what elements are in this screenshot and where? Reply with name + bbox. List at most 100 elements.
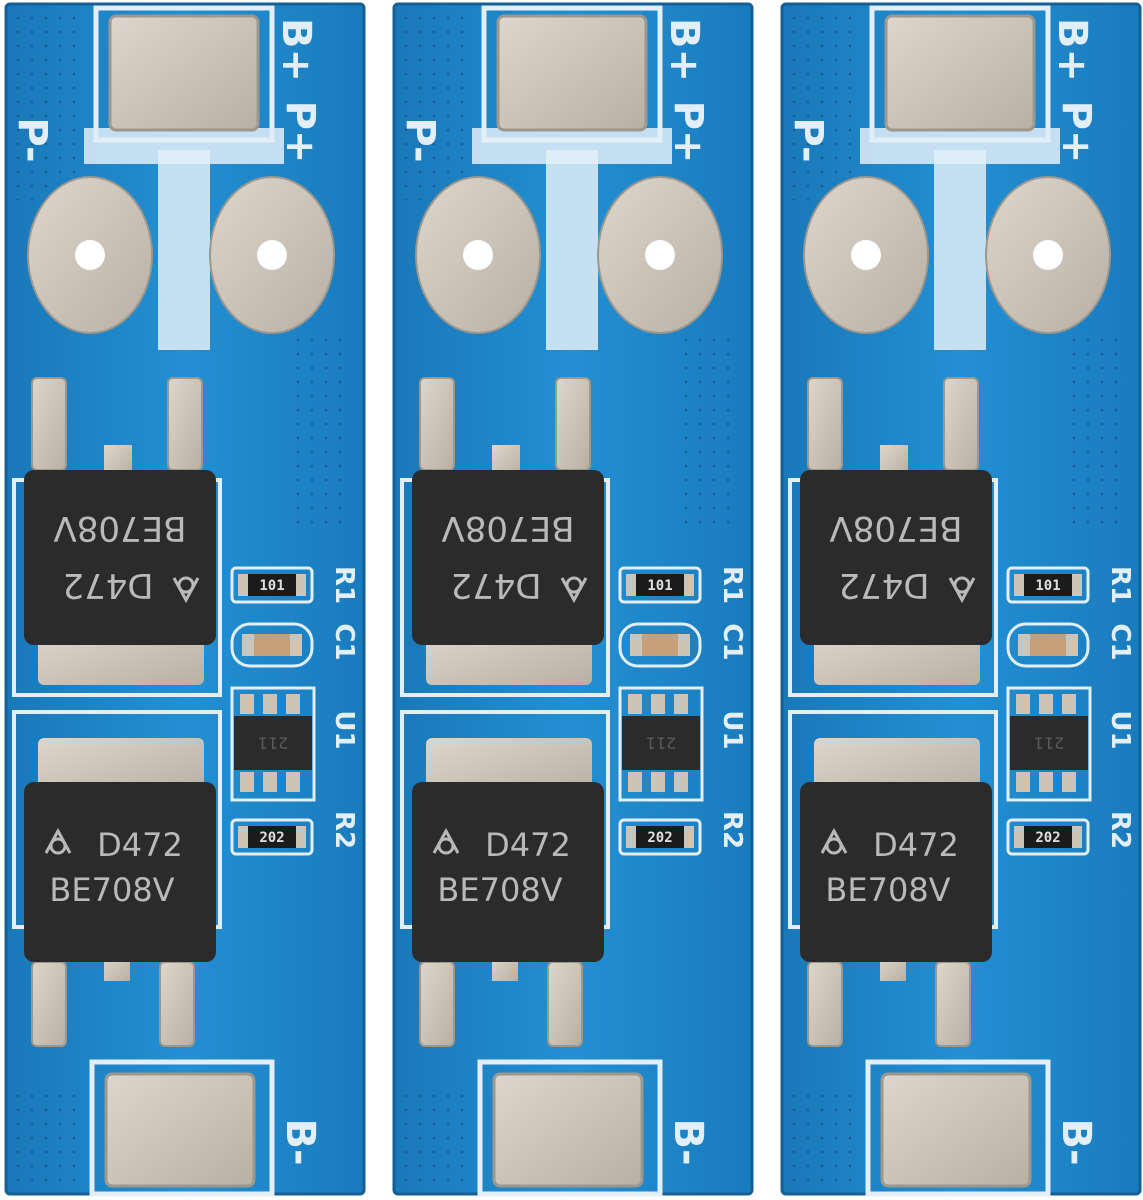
label-b-plus: B+ (273, 18, 319, 82)
pad-b-plus (884, 14, 1036, 132)
label-r1: R1 (329, 566, 359, 604)
silk-outline-top (481, 5, 663, 143)
ic-pin (628, 772, 642, 792)
ic-u1-code: 211 (1034, 734, 1065, 753)
mount-hole (1033, 240, 1063, 270)
ic-pin (1016, 694, 1030, 714)
via-field (402, 1090, 472, 1190)
silk-outline-r2 (1006, 818, 1090, 856)
trace-vertical (158, 150, 210, 350)
capacitor-c1 (630, 634, 690, 656)
mount-hole (75, 240, 105, 270)
label-c1: C1 (717, 623, 747, 660)
mosfet-code-text: BE708V (830, 508, 963, 548)
silk-outline-u1 (618, 686, 704, 802)
mosfet-lead (935, 961, 971, 1047)
resistor-end (626, 826, 636, 848)
mosfet-body (24, 470, 216, 645)
resistor-end (296, 826, 306, 848)
mosfet-lead (167, 377, 203, 471)
ic-pin (1016, 772, 1030, 792)
resistor-r2 (626, 826, 694, 848)
board-2: B+P+P-B-R1C1U1R2BE708VD472D472BE708V1012… (392, 2, 754, 1197)
capacitor-end (630, 634, 642, 656)
capacitor-end (678, 634, 690, 656)
resistor-end (238, 826, 248, 848)
label-r2: R2 (717, 811, 747, 849)
label-p-plus: P+ (1053, 101, 1099, 164)
ic-pin (240, 694, 254, 714)
mosfet-lead (159, 961, 195, 1047)
resistor-r2-code: 202 (259, 830, 284, 846)
mosfet-body (800, 782, 992, 962)
mosfet-tab (426, 738, 592, 793)
label-p-minus: P- (397, 117, 443, 162)
ic-pin (240, 772, 254, 792)
via-field (790, 10, 860, 200)
label-c1: C1 (329, 623, 359, 660)
via-field (402, 10, 472, 200)
resistor-end (626, 574, 636, 596)
mosfet-lead (943, 377, 979, 471)
silk-outline-top (869, 5, 1051, 143)
trace-vertical (934, 150, 986, 350)
silk-outline-r1 (618, 566, 702, 604)
boards-layer: B+P+P-B-R1C1U1R2BE708VD472D472BE708V1012… (4, 2, 1142, 1197)
mosfet-body (800, 470, 992, 645)
mosfet-part-text: D472 (62, 565, 153, 605)
board-3: B+P+P-B-R1C1U1R2BE708VD472D472BE708V1012… (780, 2, 1142, 1197)
mosfet-lead (555, 377, 591, 471)
silk-outline-c1 (230, 622, 314, 668)
pad-b-minus (880, 1072, 1032, 1188)
label-c1: C1 (1105, 623, 1135, 660)
mosfet-lead (31, 377, 67, 471)
ic-u1 (622, 716, 700, 770)
mosfet-lead (547, 961, 583, 1047)
mosfet-part-text: D472 (838, 565, 929, 605)
mosfet-lead (807, 961, 843, 1047)
mosfet-lead (419, 377, 455, 471)
label-p-minus: P- (9, 117, 55, 162)
resistor-r1-code: 101 (1035, 578, 1060, 594)
mosfet-code-text: BE708V (442, 508, 575, 548)
silk-outline-c1 (1006, 622, 1090, 668)
ic-pin (263, 694, 277, 714)
via-field (14, 1090, 84, 1190)
resistor-r1-code: 101 (259, 578, 284, 594)
mount-hole (463, 240, 493, 270)
capacitor-end (1018, 634, 1030, 656)
mosfet-body (412, 782, 604, 962)
ic-u1 (1010, 716, 1088, 770)
mosfet-tab (814, 738, 980, 793)
resistor-end (684, 574, 694, 596)
label-b-minus: B- (277, 1118, 323, 1165)
ic-u1-code: 211 (646, 734, 677, 753)
label-p-plus: P+ (665, 101, 711, 164)
via-field (678, 330, 738, 530)
silk-outline-r1 (230, 566, 314, 604)
board-1: B+P+P-B-R1C1U1R2BE708VD472D472BE708V1012… (4, 2, 366, 1197)
ic-pin (1039, 694, 1053, 714)
mount-hole (645, 240, 675, 270)
via-field (290, 330, 350, 530)
ic-pin (286, 772, 300, 792)
label-u1: U1 (717, 710, 747, 749)
mosfet-q1: BE708V D472 (800, 470, 992, 645)
label-p-plus: P+ (277, 101, 323, 164)
mosfet-part-text: D472 (485, 826, 571, 864)
ic-pin (263, 772, 277, 792)
resistor-end (684, 826, 694, 848)
ic-pin (1062, 694, 1076, 714)
pad-b-minus (104, 1072, 256, 1188)
pad-b-minus (492, 1072, 644, 1188)
pad-b-plus (496, 14, 648, 132)
silk-outline-top (93, 5, 275, 143)
resistor-end (1072, 826, 1082, 848)
label-b-minus: B- (1053, 1118, 1099, 1165)
resistor-r1 (238, 574, 306, 596)
mosfet-body (24, 782, 216, 962)
mosfet-tab (38, 738, 204, 793)
mosfet-code-text: BE708V (825, 871, 950, 909)
